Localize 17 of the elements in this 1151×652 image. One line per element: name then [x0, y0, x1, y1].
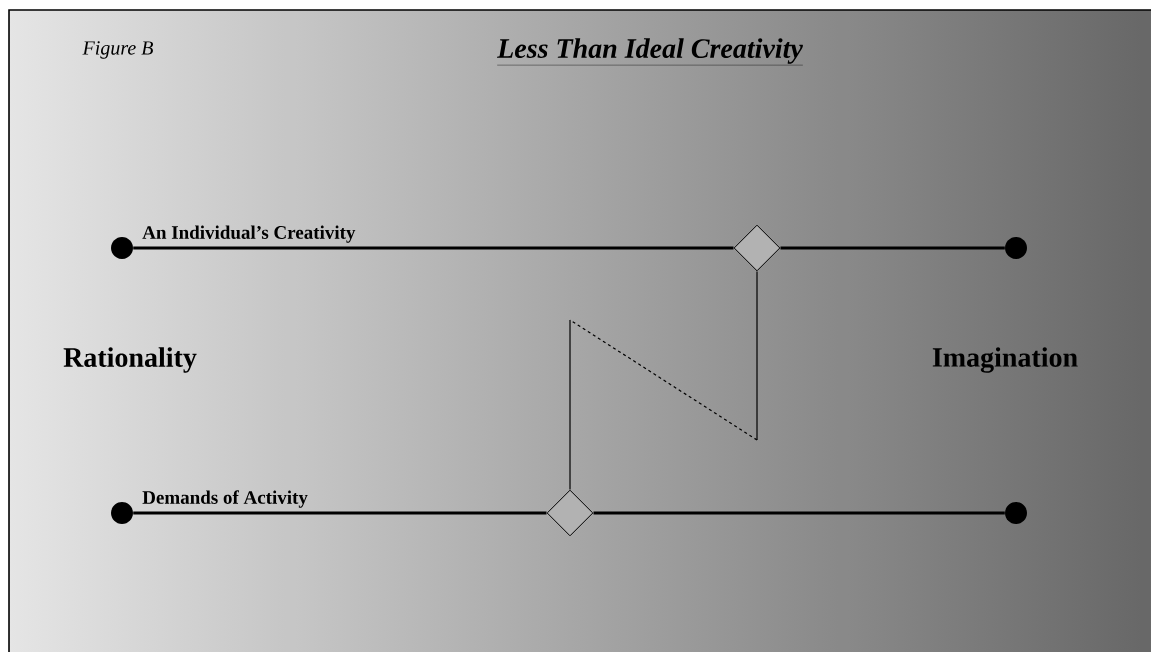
dot — [111, 502, 133, 524]
axis-label: Rationality — [63, 347, 197, 373]
zigzag-line — [569, 270, 758, 491]
figure-label: Figure B — [82, 41, 153, 59]
edge-label: An Individual’s Creativity — [142, 225, 356, 243]
line — [133, 246, 734, 250]
line — [780, 246, 1005, 250]
junction-diamond — [546, 489, 594, 537]
junction-diamond — [733, 224, 781, 272]
dot — [1005, 237, 1027, 259]
axis-label: Imagination — [932, 347, 1078, 373]
dot — [1005, 502, 1027, 524]
line — [593, 511, 1005, 515]
edge-label: Demands of Activity — [142, 490, 308, 508]
dot — [111, 237, 133, 259]
title: Less Than Ideal Creativity — [497, 38, 804, 66]
line — [133, 511, 547, 515]
